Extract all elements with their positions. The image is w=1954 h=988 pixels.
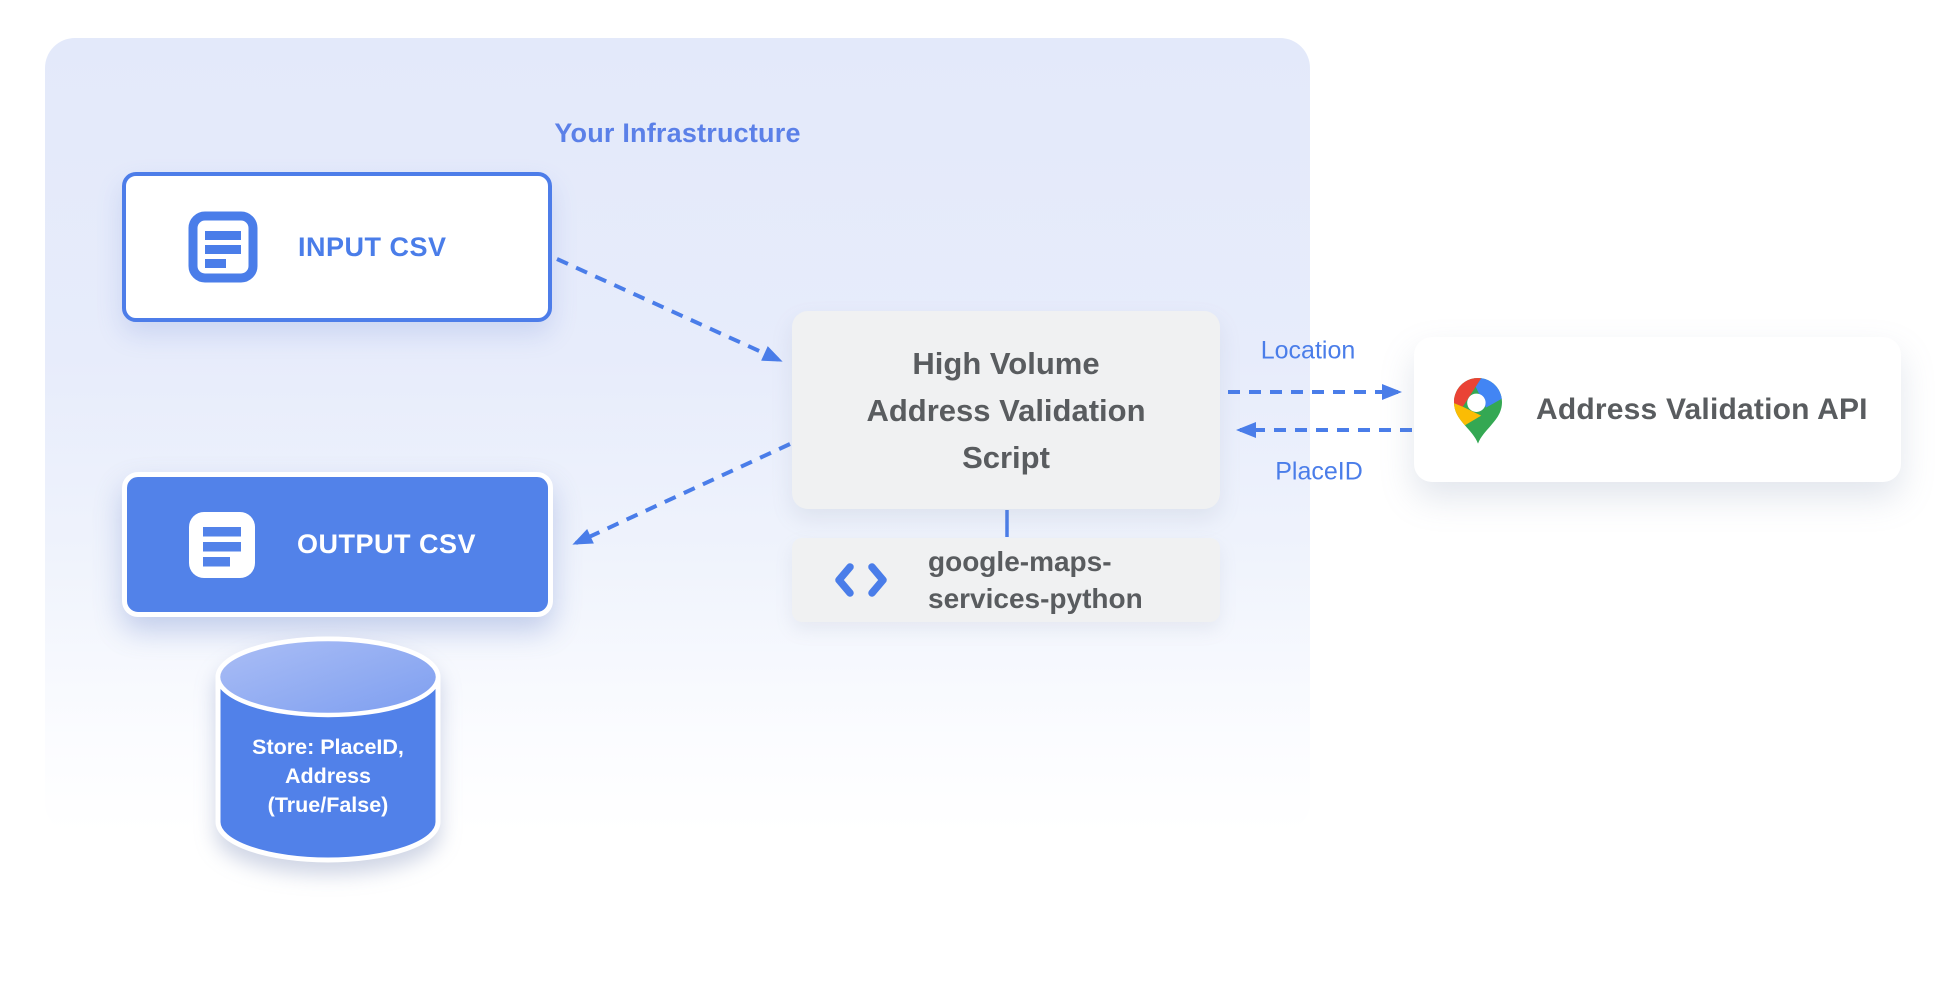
- api-label: Address Validation API: [1536, 392, 1868, 426]
- library-name-line: services-python: [928, 583, 1143, 614]
- address-validation-api-node: Address Validation API: [1414, 337, 1901, 482]
- library-name-line: google-maps-: [928, 546, 1112, 577]
- datastore-cylinder: Store: PlaceID, Address (True/False): [208, 627, 448, 872]
- validation-script-node: High Volume Address Validation Script: [792, 311, 1220, 509]
- datastore-text: Store: PlaceID, Address (True/False): [208, 733, 448, 820]
- datastore-line: Address: [284, 764, 372, 788]
- script-title-line: Script: [962, 439, 1050, 475]
- output-csv-node: OUTPUT CSV: [122, 472, 553, 617]
- input-csv-label: INPUT CSV: [298, 231, 447, 262]
- location-edge-label: Location: [1260, 336, 1356, 365]
- infrastructure-title: Your Infrastructure: [554, 118, 801, 148]
- script-title-line: Address Validation: [866, 392, 1146, 428]
- datastore-line: Store: PlaceID,: [252, 735, 404, 759]
- google-maps-pin-icon: [1454, 377, 1502, 444]
- csv-file-icon: [189, 511, 255, 578]
- script-title-line: High Volume: [912, 345, 1100, 381]
- placeid-edge-label: PlaceID: [1275, 457, 1363, 486]
- code-brackets-icon: [835, 563, 887, 597]
- datastore-line: (True/False): [267, 793, 389, 817]
- input-csv-node: INPUT CSV: [122, 172, 552, 322]
- output-csv-label: OUTPUT CSV: [297, 529, 477, 559]
- database-cylinder-icon: [215, 636, 441, 863]
- client-library-node: google-maps- services-python: [792, 538, 1220, 622]
- csv-file-icon: [188, 211, 258, 283]
- library-name: google-maps- services-python: [928, 543, 1143, 617]
